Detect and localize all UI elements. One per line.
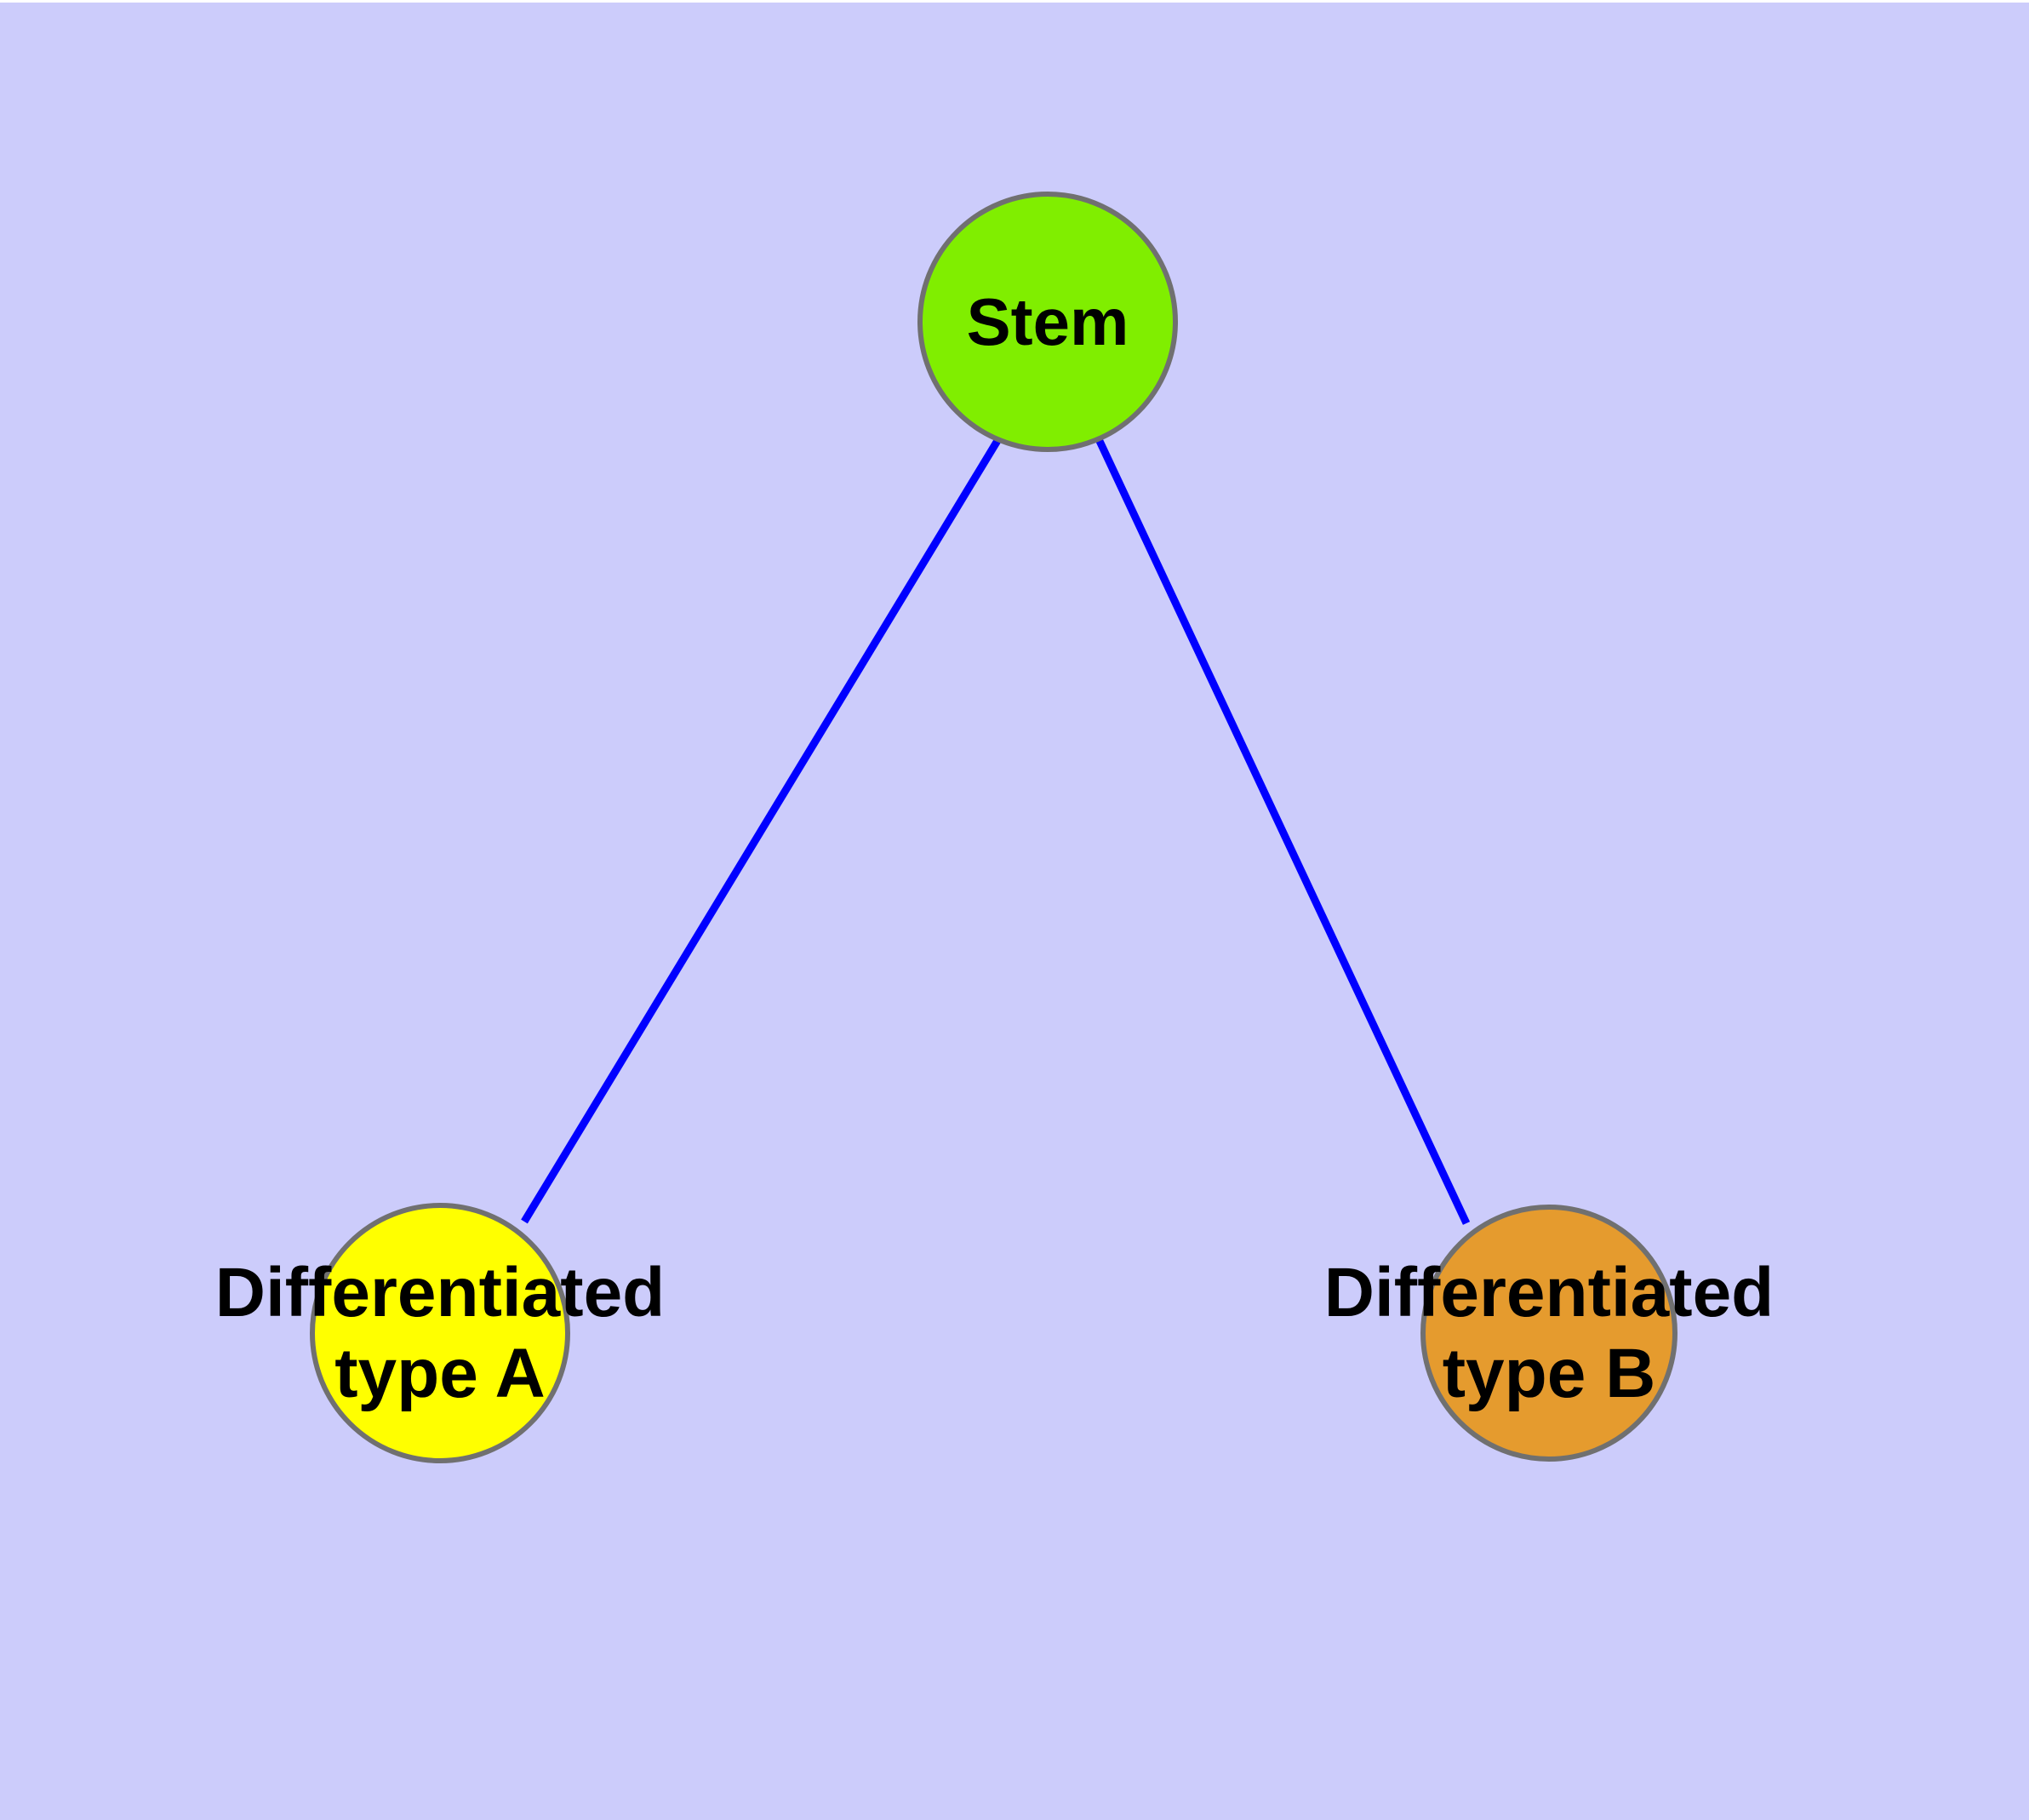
node-differentiated-type-a[interactable] [310, 1203, 570, 1463]
node-layer [310, 192, 1677, 1463]
node-differentiated-type-b[interactable] [1420, 1205, 1677, 1462]
edge-stem-to-differentiated-type-a[interactable] [521, 437, 1002, 1224]
node-stem[interactable] [917, 192, 1178, 452]
edge-stem-to-differentiated-type-b[interactable] [1095, 438, 1471, 1225]
graph-svg [310, 192, 1677, 1463]
edge-layer [521, 437, 1471, 1225]
